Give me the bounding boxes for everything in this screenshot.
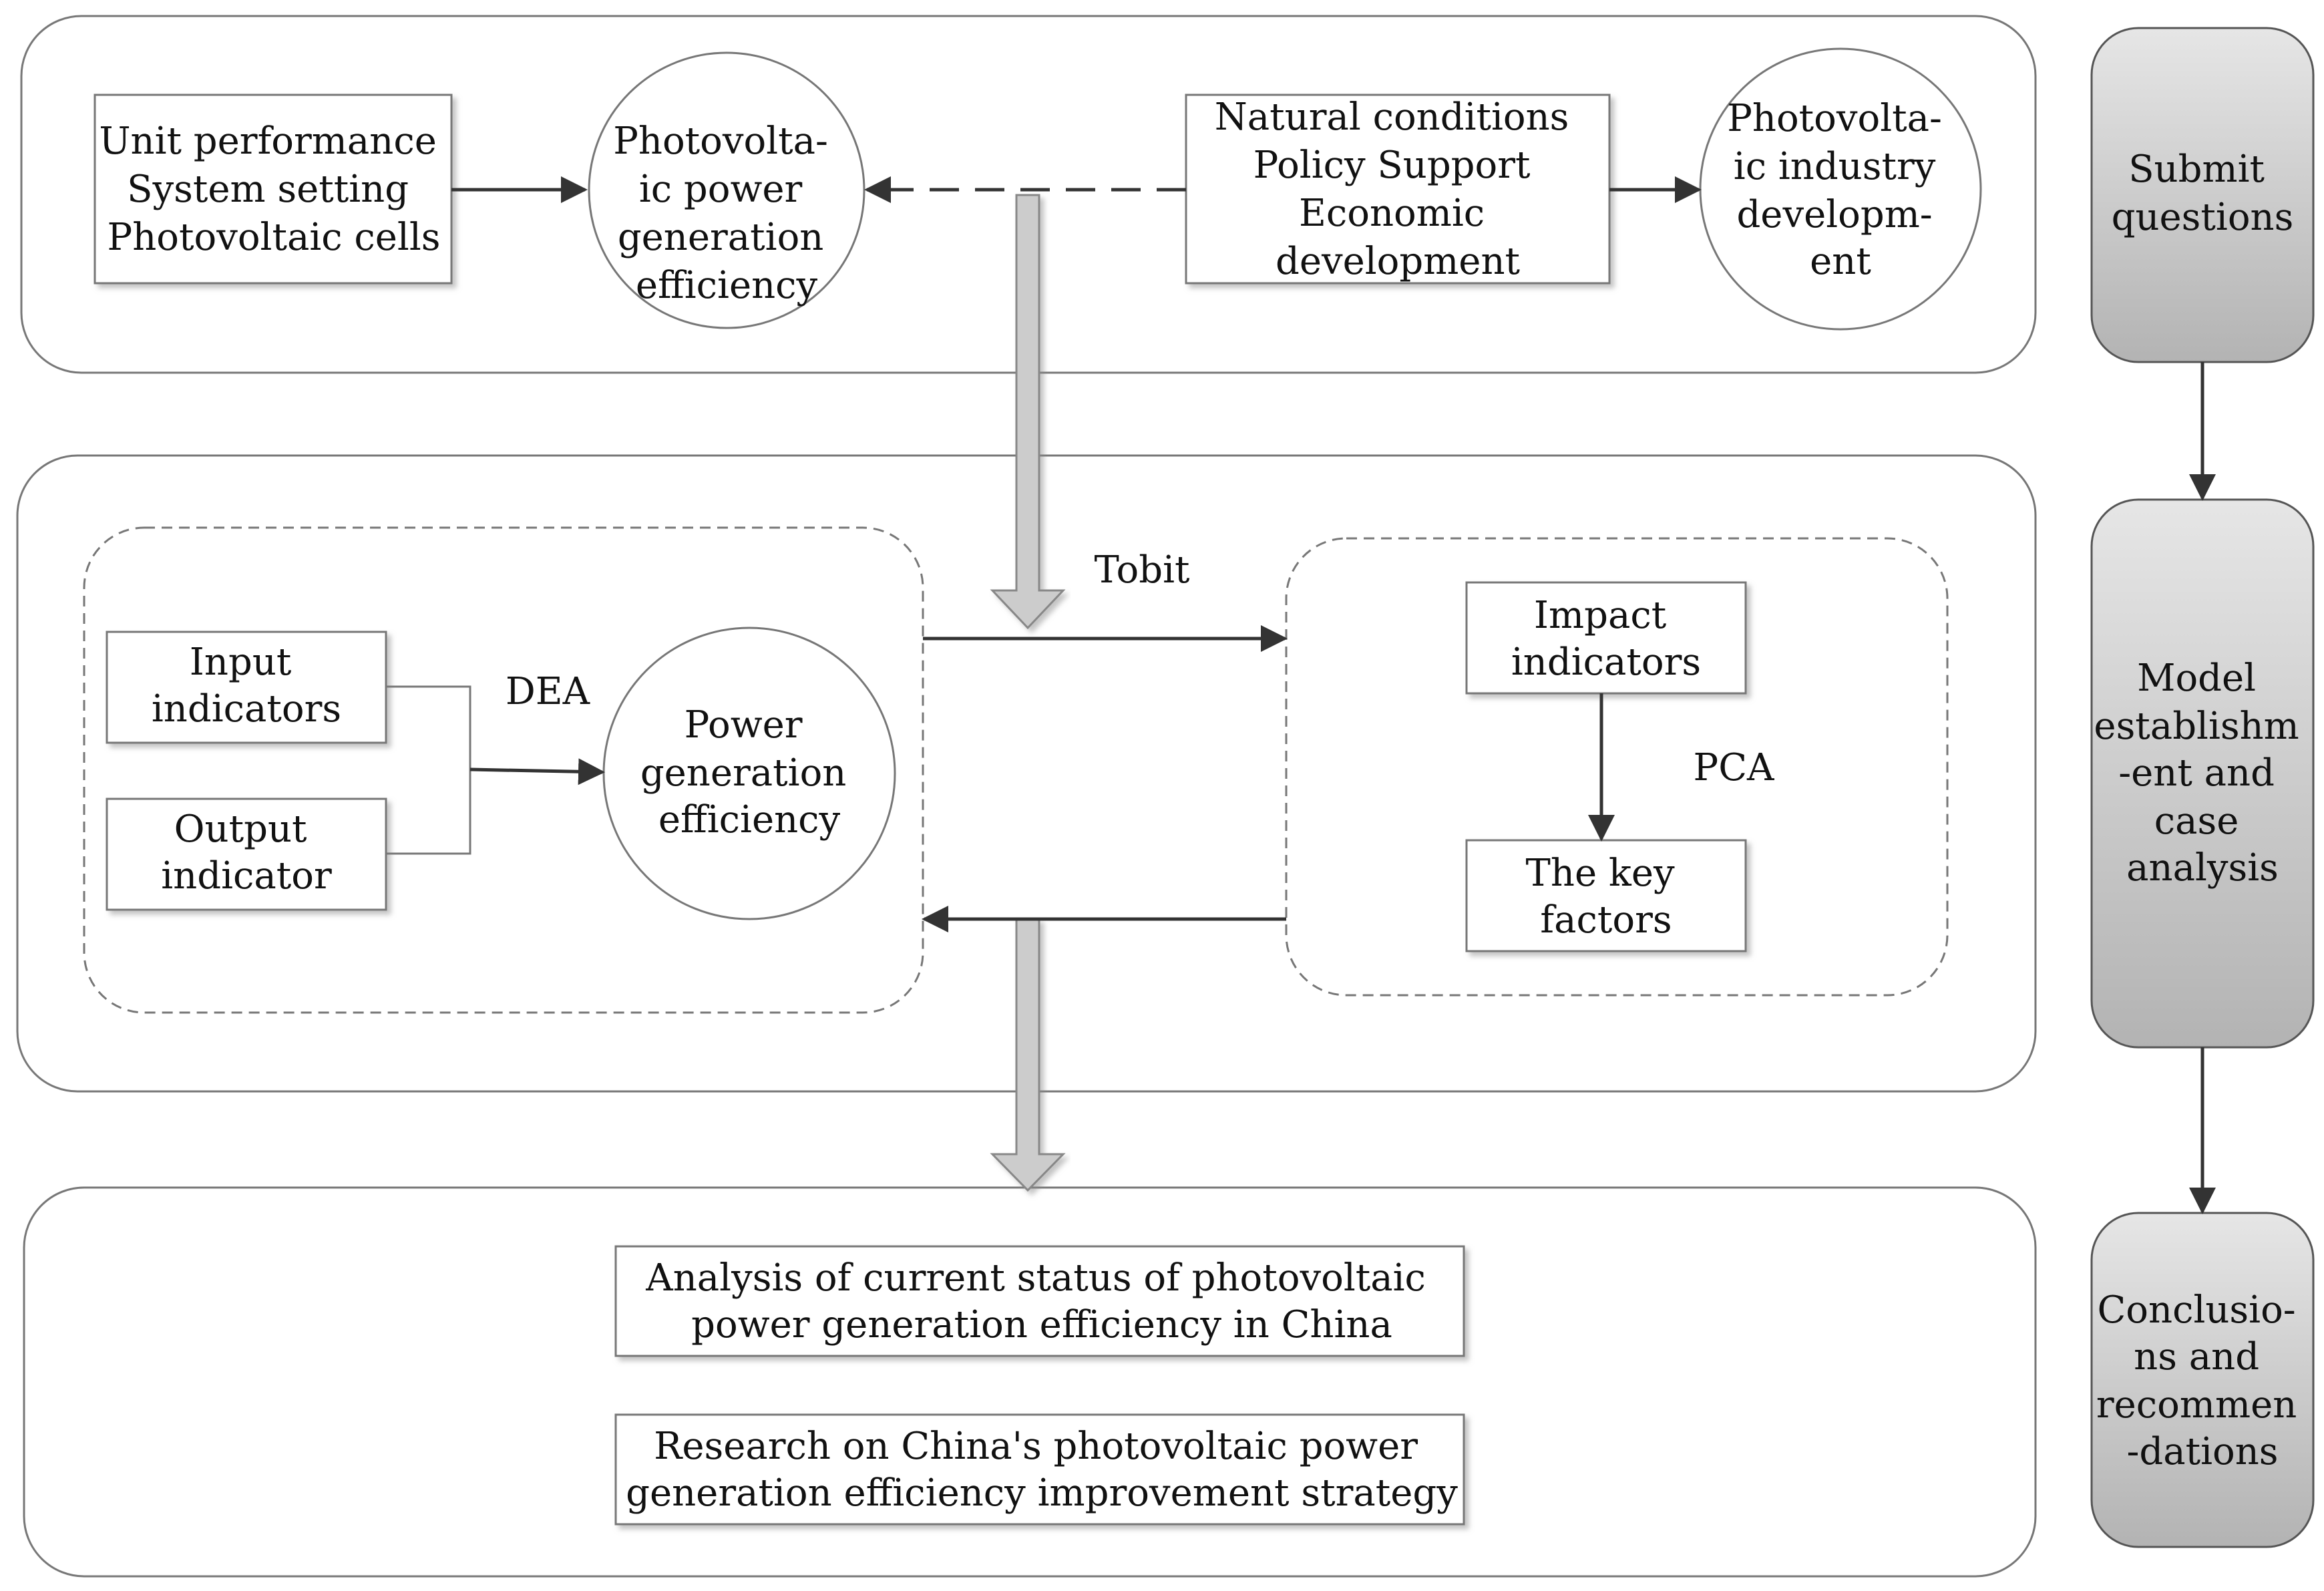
stage-conclusions [2090,1212,2315,1548]
arrow-dea [469,758,605,785]
analysis-box-text: Analysis of current status of photovolta… [645,1256,1437,1347]
impact-indicators-box [1465,581,1747,695]
stage-model-text: Model establishm -ent and case analysis [2094,657,2311,890]
stage-submit-text: Submit questions [2112,148,2294,239]
industry-circle [1699,47,1982,331]
research-box [614,1413,1465,1526]
key-factors-box [1465,839,1747,952]
output-indicator-text: Output indicator [161,808,332,898]
input-indicators-text: Input indicators [152,641,341,731]
big-down-arrow-2 [990,918,1066,1192]
stage-conclusions-text: Conclusio- ns and recommen -dations [2096,1288,2309,1473]
tobit-label: Tobit [1095,548,1190,592]
impact-indicators-text: Impact indicators [1511,594,1701,684]
inputs-box [93,94,453,285]
big-down-arrow-1 [990,194,1066,630]
analysis-box [614,1245,1465,1357]
input-indicators-box [106,631,387,744]
dea-label: DEA [506,670,590,713]
dea-group-frame [83,526,924,1014]
pv-efficiency-circle-text: Photovolta- ic power generation efficien… [613,120,840,307]
pca-group-frame [1285,537,1949,997]
stage-submit [2090,27,2315,363]
output-indicator-box [106,798,387,911]
factors-box [1185,94,1611,285]
pca-label: PCA [1694,746,1775,789]
factors-box-text: Natural conditions Policy Support Econom… [1215,96,1581,283]
key-factors-text: The key factors [1526,852,1687,942]
power-efficiency-circle-text: Power generation efficiency [640,703,858,842]
industry-circle-text: Photovolta- ic industry developm- ent [1727,97,1954,283]
inputs-box-text: Unit performance System setting Photovol… [99,120,448,259]
research-box-text: Research on China's photovoltaic power g… [626,1425,1458,1515]
